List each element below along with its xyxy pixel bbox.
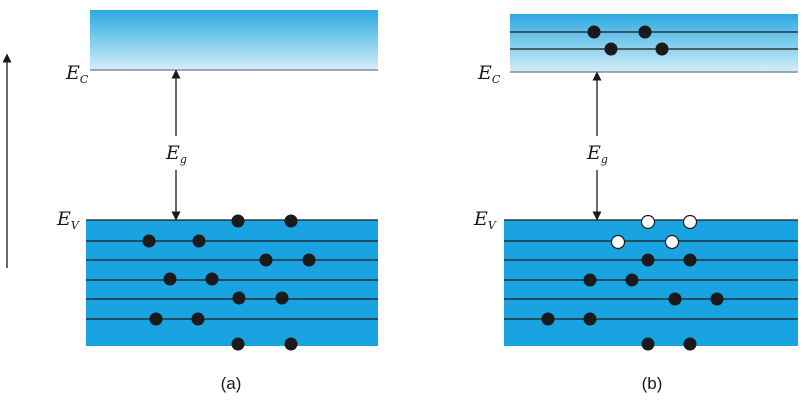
electron bbox=[641, 253, 655, 267]
electron bbox=[668, 292, 682, 306]
electron bbox=[232, 291, 246, 305]
electron bbox=[163, 272, 177, 286]
electron bbox=[284, 214, 298, 228]
panel-a-ev-sub: V bbox=[71, 219, 80, 232]
svg-text:EV: EV bbox=[473, 208, 497, 232]
svg-text:Eg: Eg bbox=[586, 142, 608, 166]
panel-b-conduction-levels bbox=[510, 31, 798, 50]
electron bbox=[149, 312, 163, 326]
electron bbox=[191, 312, 205, 326]
panel-a-eg-sub: g bbox=[180, 153, 187, 166]
panel-b-ev-label: E bbox=[473, 208, 488, 230]
electron bbox=[683, 337, 697, 351]
hole bbox=[664, 234, 680, 250]
panel-b-holes bbox=[610, 214, 698, 250]
svg-text:EV: EV bbox=[56, 208, 80, 232]
electron bbox=[231, 214, 245, 228]
electron bbox=[641, 337, 655, 351]
panel-a: EC Eg EV (a) bbox=[56, 10, 378, 393]
hole bbox=[682, 214, 698, 230]
panel-b-ec-sub: C bbox=[492, 73, 501, 86]
electron bbox=[638, 25, 652, 39]
panel-b: EC Eg EV (b) bbox=[473, 14, 798, 393]
panel-b-eg-sub: g bbox=[601, 153, 608, 166]
electron bbox=[275, 291, 289, 305]
electron bbox=[587, 25, 601, 39]
panel-b-valence-band bbox=[504, 220, 798, 346]
panel-b-eg-label: E bbox=[586, 142, 601, 164]
panel-b-electrons bbox=[541, 253, 724, 351]
electron bbox=[142, 234, 156, 248]
panel-b-conduction-band bbox=[510, 14, 798, 72]
electron bbox=[604, 42, 618, 56]
electron bbox=[625, 273, 639, 287]
electron bbox=[683, 253, 697, 267]
panel-a-eg-label: E bbox=[165, 142, 180, 164]
panel-b-caption: (b) bbox=[642, 374, 663, 393]
panel-b-conduction-electrons bbox=[587, 25, 669, 56]
electron bbox=[302, 253, 316, 267]
panel-a-caption: (a) bbox=[221, 374, 242, 393]
electron bbox=[284, 337, 298, 351]
electron bbox=[583, 312, 597, 326]
panel-b-ec-label: E bbox=[477, 62, 492, 84]
electron bbox=[541, 312, 555, 326]
panel-a-ec-label: E bbox=[65, 62, 80, 84]
svg-text:EC: EC bbox=[65, 62, 89, 86]
electron bbox=[259, 253, 273, 267]
panel-a-conduction-band bbox=[90, 10, 378, 70]
panel-b-ev-sub: V bbox=[488, 219, 497, 232]
hole bbox=[640, 214, 656, 230]
panel-a-valence-band bbox=[86, 220, 378, 346]
hole bbox=[610, 234, 626, 250]
svg-text:Eg: Eg bbox=[165, 142, 187, 166]
electron bbox=[231, 337, 245, 351]
electron bbox=[710, 292, 724, 306]
electron bbox=[205, 272, 219, 286]
electron bbox=[655, 42, 669, 56]
panel-a-ev-label: E bbox=[56, 208, 71, 230]
electron bbox=[583, 273, 597, 287]
panel-a-ec-sub: C bbox=[80, 73, 89, 86]
panel-a-electrons bbox=[142, 214, 316, 351]
electron bbox=[192, 234, 206, 248]
svg-text:EC: EC bbox=[477, 62, 501, 86]
